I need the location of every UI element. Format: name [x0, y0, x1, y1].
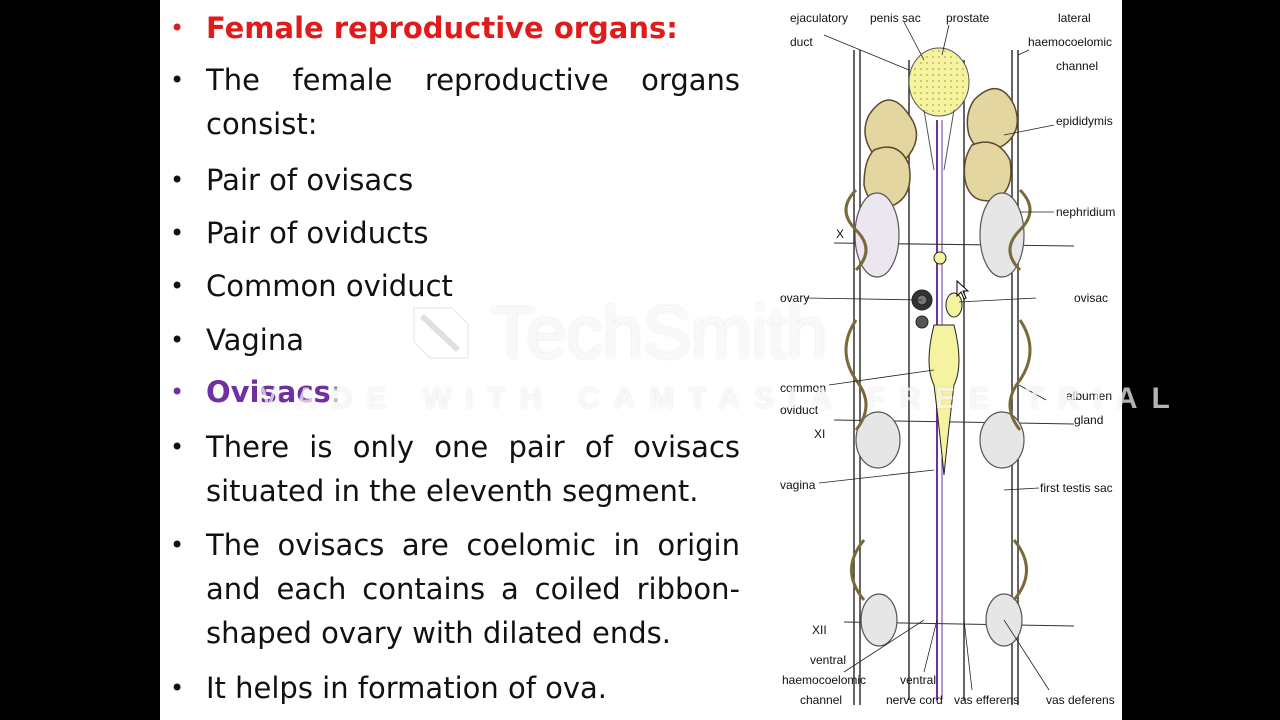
bullet-text: The ovisacs are coelomic in origin and e…	[206, 528, 740, 650]
bullet-text: The female reproductive organs consist:	[206, 63, 740, 141]
label-ovary: ovary	[780, 291, 809, 305]
label-common-oviduct-2: oviduct	[780, 403, 819, 417]
label-lateral-2: haemocoelomic	[1028, 35, 1112, 49]
bullet-dot-icon: •	[170, 66, 185, 94]
label-lateral: lateral	[1058, 11, 1091, 25]
label-common-oviduct: common	[780, 381, 826, 395]
label-ventral-haemocoelomic-2: haemocoelomic	[782, 673, 866, 687]
leader-lines	[805, 21, 1055, 691]
label-albumen-gland-2: gland	[1074, 413, 1103, 427]
bullet-suffix: :	[330, 375, 341, 409]
label-ventral-nerve-cord: ventral	[900, 673, 936, 687]
bullet-text: Vagina	[206, 323, 304, 357]
label-vas-deferens: vas deferens	[1046, 693, 1115, 707]
label-ovisac: ovisac	[1074, 291, 1108, 305]
label-ventral-haemocoelomic-3: channel	[800, 693, 842, 707]
label-ventral-nerve-cord-2: nerve cord	[886, 693, 943, 707]
label-nephridium: nephridium	[1056, 205, 1115, 219]
prostate-gland	[908, 47, 970, 171]
label-prostate: prostate	[946, 11, 990, 25]
epididymis-coils	[863, 88, 1019, 207]
bullet-text: Female reproductive organs:	[206, 11, 678, 45]
bullet-dot-icon: •	[170, 433, 185, 461]
bullet-text: Pair of ovisacs	[206, 163, 414, 197]
bullet-dot-icon: •	[170, 531, 185, 559]
bullet-dot-icon: •	[170, 326, 185, 354]
label-first-testis-sac: first testis sac	[1040, 481, 1113, 495]
label-ventral-haemocoelomic: ventral	[810, 653, 846, 667]
label-segment-xi: XI	[814, 427, 825, 441]
label-segment-xii: XII	[812, 623, 827, 637]
bullet-text: Pair of oviducts	[206, 216, 429, 250]
bullet-dot-icon: •	[170, 14, 185, 42]
bullet-text: Common oviduct	[206, 269, 453, 303]
bullet-text: There is only one pair of ovisacs situat…	[206, 430, 740, 508]
label-vas-efferens: vas efferens	[954, 693, 1019, 707]
bullet-list: • Female reproductive organs: • The female …	[160, 0, 760, 720]
label-ejaculatory-duct: ejaculatory	[790, 11, 848, 25]
label-vagina: vagina	[780, 478, 816, 492]
bullet-dot-icon: •	[170, 674, 185, 702]
sacs	[844, 188, 1032, 647]
bullet-text: It helps in formation of ova.	[206, 671, 608, 705]
bullet-dot-icon: •	[170, 378, 185, 406]
bullet-dot-icon: •	[170, 166, 185, 194]
label-albumen-gland: albumen	[1066, 389, 1112, 403]
label-penis-sac: penis sac	[870, 11, 921, 25]
diagram-labels: ejaculatory duct penis sac prostate late…	[780, 11, 1115, 707]
mouse-cursor-icon	[956, 280, 970, 300]
label-lateral-3: channel	[1056, 59, 1098, 73]
label-segment-x: X	[836, 227, 844, 241]
label-epididymis: epididymis	[1056, 114, 1113, 128]
earthworm-reproductive-diagram: ejaculatory duct penis sac prostate late…	[780, 11, 1115, 707]
bullet-dot-icon: •	[170, 219, 185, 247]
bullet-text: Ovisacs	[206, 375, 331, 409]
label-ejaculatory-duct-2: duct	[790, 35, 813, 49]
bullet-dot-icon: •	[170, 272, 185, 300]
slide: • Female reproductive organs: • The female …	[160, 0, 1122, 720]
ovary-ovisac	[911, 251, 963, 476]
